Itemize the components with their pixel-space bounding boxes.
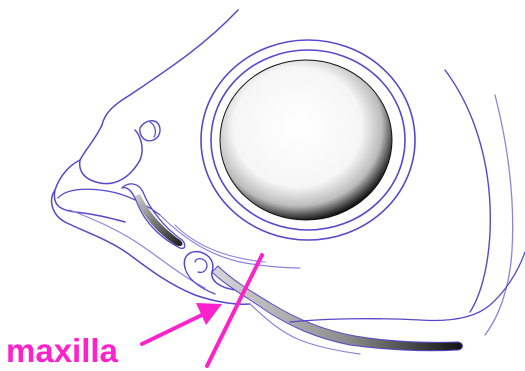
- preopercle-edge: [445, 70, 490, 312]
- snout-outline: [80, 125, 142, 184]
- nostril-fold: [150, 122, 155, 137]
- premaxilla: [54, 160, 125, 222]
- maxilla-arrow-shaft: [142, 312, 208, 344]
- mandible-inner: [70, 210, 205, 288]
- eye-pupil: [220, 60, 392, 220]
- maxilla-process-inner: [195, 259, 207, 273]
- maxilla-bone-dark: [135, 194, 183, 246]
- nostril: [140, 121, 160, 141]
- cheek-line-2: [175, 225, 265, 262]
- gill-margin: [290, 252, 525, 322]
- maxilla-label: maxilla: [6, 332, 119, 369]
- opercle-edge: [485, 95, 513, 335]
